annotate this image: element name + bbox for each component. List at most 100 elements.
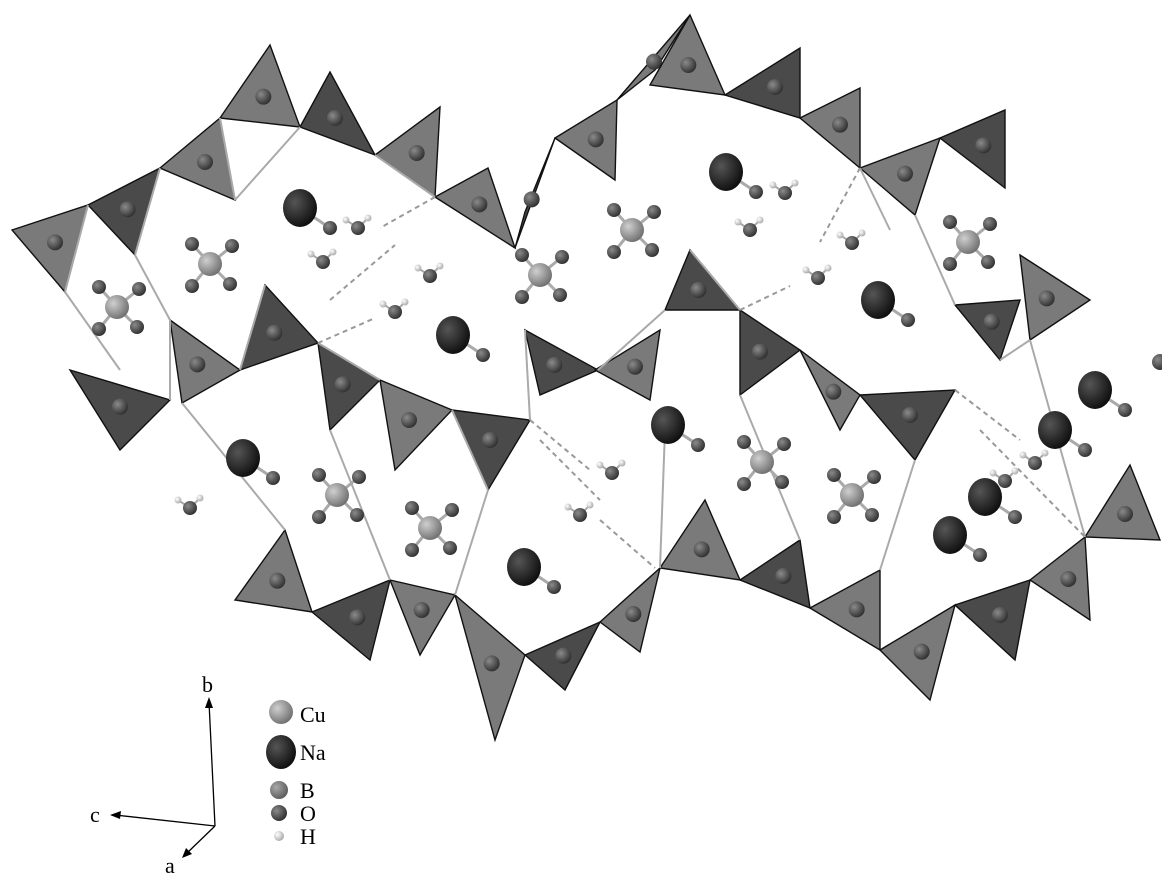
oxygen-atom <box>983 217 997 231</box>
hydrogen-bond <box>329 244 396 301</box>
bond <box>659 429 666 569</box>
hydrogen-atom <box>596 461 604 469</box>
hydrogen-atom <box>564 503 572 511</box>
hydrogen-atom <box>769 181 777 189</box>
boron-atom <box>408 145 425 161</box>
hydrogen-atom <box>586 501 594 509</box>
borate-triangle <box>1083 463 1162 541</box>
oxygen-atom <box>547 580 561 594</box>
hydrogen-atom <box>1041 449 1049 457</box>
bond <box>134 167 161 256</box>
b-axis-arrowhead <box>205 697 213 708</box>
oxygen-atom <box>943 215 957 229</box>
hydrogen-atom <box>1019 451 1027 459</box>
oxygen-atom <box>92 280 106 294</box>
bond <box>317 342 381 381</box>
copper-atom <box>528 263 552 287</box>
copper-atom <box>325 483 349 507</box>
copper-atom <box>750 450 774 474</box>
bond <box>329 429 391 581</box>
boron-atom <box>1038 290 1055 307</box>
sodium-atom <box>1038 411 1072 449</box>
boron-atom <box>902 407 918 423</box>
borate-triangle <box>158 116 236 202</box>
boron-atom <box>767 79 783 95</box>
borate-triangle <box>938 108 1006 190</box>
oxygen-atom <box>743 223 757 237</box>
oxygen-atom <box>737 477 751 491</box>
bond <box>859 167 891 231</box>
oxygen-atom <box>865 508 879 522</box>
borate-triangle <box>738 538 811 610</box>
borate-triangle <box>169 318 242 405</box>
oxygen-atom <box>827 468 841 482</box>
oxygen-atom <box>555 250 569 264</box>
c-axis-arrowhead <box>110 811 121 819</box>
hydrogen-atom <box>858 229 866 237</box>
bond <box>999 339 1031 361</box>
boron-atom <box>752 343 768 360</box>
oxygen-atom <box>943 257 957 271</box>
oxygen-atom <box>553 288 567 302</box>
boron-atom <box>546 357 563 373</box>
legend-cu-symbol <box>269 700 293 724</box>
oxygen-atom <box>827 510 841 524</box>
boron-atom <box>680 57 697 73</box>
boron-atom <box>189 356 206 373</box>
borate-triangle <box>953 578 1031 662</box>
borate-triangle <box>658 498 742 581</box>
oxygen-atom <box>573 508 587 522</box>
bond <box>597 309 666 371</box>
boron-atom <box>913 643 930 660</box>
boron-atom <box>523 191 540 208</box>
oxygen-atom <box>312 510 326 524</box>
boron-atom <box>646 53 662 70</box>
oxygen-atom <box>973 548 987 562</box>
boron-atom <box>587 131 604 148</box>
sodium-atom <box>226 439 260 477</box>
hydrogen-atom <box>414 264 422 272</box>
b-axis-line <box>208 701 216 827</box>
oxygen-atom <box>185 279 199 293</box>
hydrogen-atom <box>756 216 764 224</box>
legend-b-label: B <box>300 778 315 803</box>
boron-atom <box>47 234 63 251</box>
boron-atom <box>255 88 272 105</box>
boron-atom <box>690 282 707 298</box>
boron-atom <box>897 165 913 182</box>
oxygen-atom <box>607 203 621 217</box>
c-axis-line <box>114 814 216 827</box>
borate-triangle <box>953 299 1021 362</box>
boron-atom <box>775 568 792 584</box>
hydrogen-bond <box>529 419 591 471</box>
borate-triangle <box>1019 253 1092 342</box>
oxygen-atom <box>351 221 365 235</box>
oxygen-atom <box>266 471 280 485</box>
sodium-atom <box>968 478 1002 516</box>
legend-na-label: Na <box>300 740 326 765</box>
borate-triangle <box>663 248 742 311</box>
borate-triangle <box>723 46 801 119</box>
borate-triangles-layer <box>10 13 1162 743</box>
oxygen-atom <box>749 185 763 199</box>
b-axis-label: b <box>202 672 213 697</box>
copper-atom <box>418 516 442 540</box>
hydrogen-atom <box>836 231 844 239</box>
hydrogen-atom <box>174 496 182 504</box>
hydrogen-bond <box>599 519 656 569</box>
sodium-atom <box>1078 371 1112 409</box>
oxygen-atom <box>443 541 457 555</box>
oxygen-atom <box>350 508 364 522</box>
borate-triangle <box>218 43 302 128</box>
boron-atom <box>112 398 128 415</box>
bond <box>879 459 916 571</box>
oxygen-atom <box>405 501 419 515</box>
oxygen-atom <box>647 205 661 219</box>
bond <box>234 126 301 201</box>
copper-atom <box>105 295 129 319</box>
boron-atom <box>327 110 343 126</box>
legend-o-label: O <box>300 801 316 826</box>
oxygen-atom <box>867 470 881 484</box>
bond <box>451 409 489 491</box>
c-axis-label: c <box>90 802 100 827</box>
